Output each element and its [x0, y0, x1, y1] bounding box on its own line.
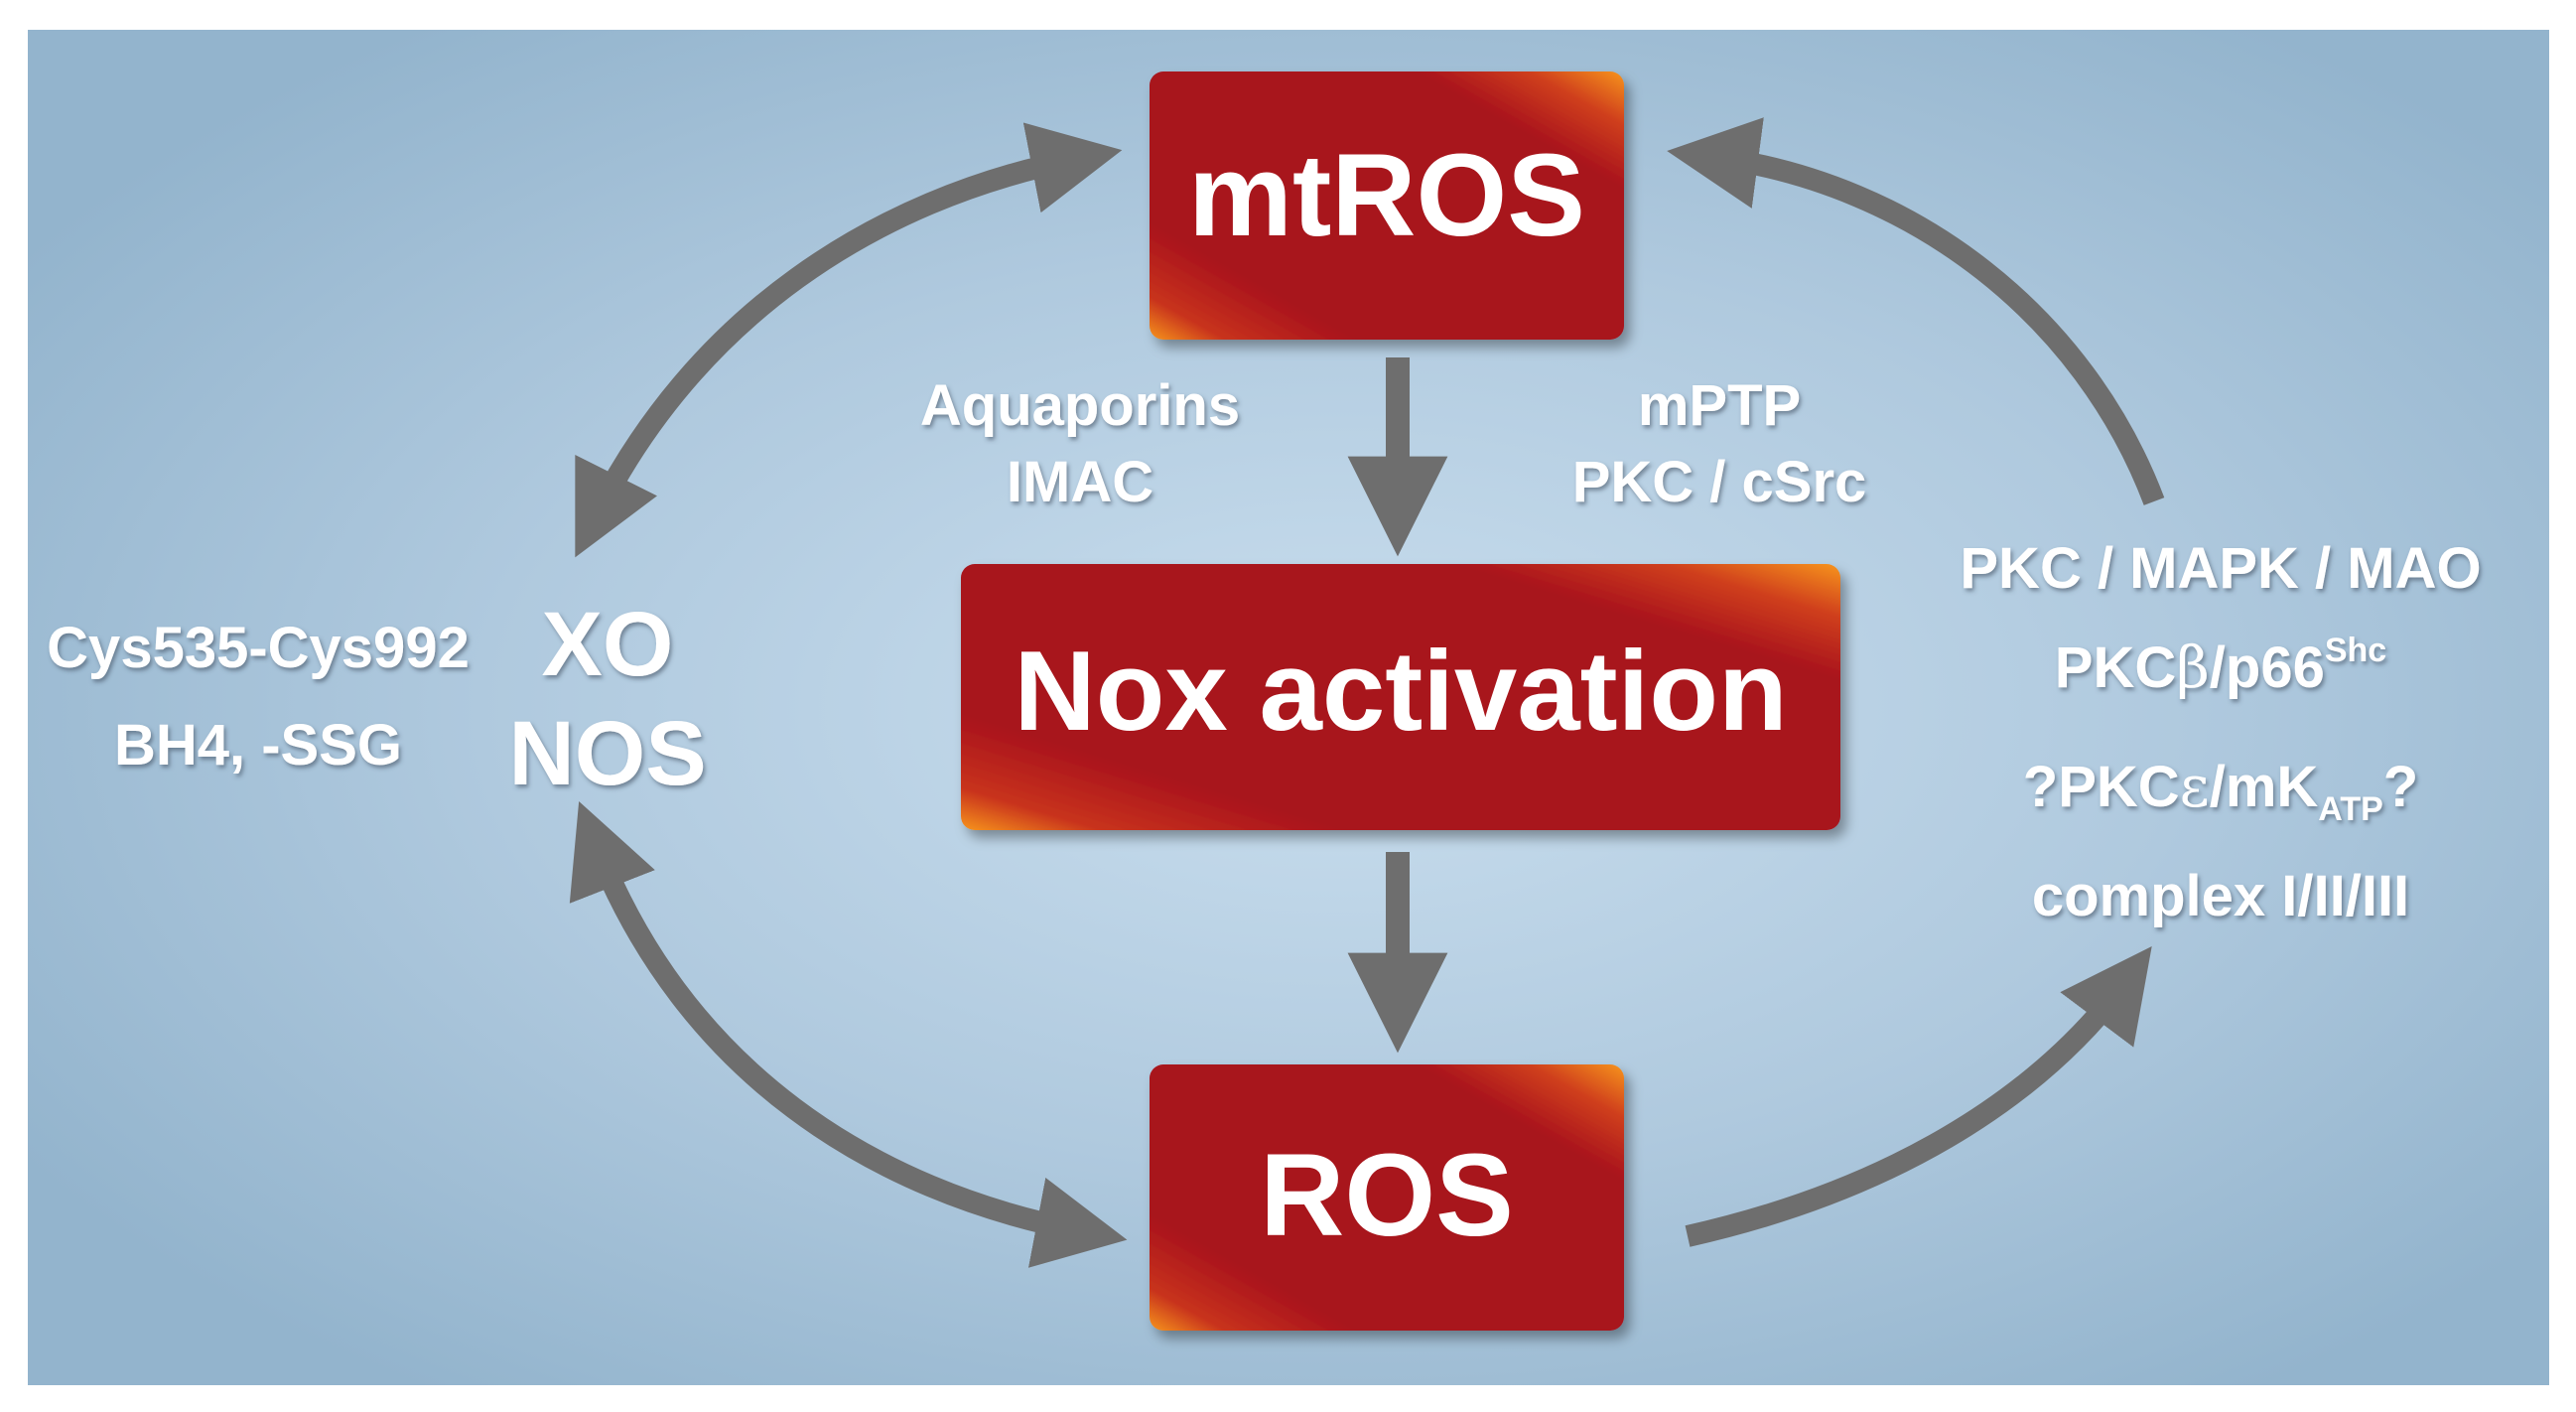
- pkc-csrc-label: PKC / cSrc: [1572, 450, 1867, 514]
- center-left-labels: Aquaporins IMAC: [920, 373, 1240, 514]
- right-labels: PKC / MAPK / MAO PKCβ/p66Shc ?PKCε/mKATP…: [1960, 536, 2481, 928]
- nos-label: NOS: [508, 703, 706, 804]
- left-labels: Cys535-Cys992 BH4, -SSG: [47, 616, 470, 777]
- pkcepsilon-mkatp-label: ?PKCε/mKATP?: [2023, 753, 2418, 828]
- mtros-box: [1150, 71, 1624, 340]
- epsilon-symbol: ε: [2180, 753, 2210, 820]
- pkcbeta-p66-label: PKCβ/p66Shc: [2055, 632, 2386, 701]
- xo-nos-group: XO NOS: [508, 594, 706, 804]
- pkcbeta-prefix: PKC: [2055, 635, 2176, 700]
- arrow-xo-ros: [569, 800, 1128, 1268]
- atp-subscript: ATP: [2318, 790, 2382, 828]
- mk-text: /mK: [2210, 755, 2319, 819]
- arrow-right-mtros: [1667, 117, 2165, 505]
- question-suffix: ?: [2383, 755, 2418, 819]
- pkcepsilon-prefix: ?PKC: [2023, 755, 2180, 819]
- bh4-label: BH4, -SSG: [114, 713, 402, 777]
- pkc-mapk-mao-label: PKC / MAPK / MAO: [1960, 536, 2481, 601]
- node-nox-activation: Nox activation: [961, 564, 1840, 830]
- imac-label: IMAC: [1007, 450, 1153, 514]
- cycle-arrows: [569, 117, 2165, 1268]
- cys-label: Cys535-Cys992: [47, 616, 470, 680]
- ros-label: ROS: [1260, 1130, 1514, 1261]
- mtros-label: mtROS: [1188, 130, 1585, 261]
- mptp-label: mPTP: [1638, 373, 1801, 438]
- arrow-ros-right: [1685, 946, 2152, 1247]
- arrow-xo-mtros: [575, 122, 1123, 558]
- node-mtros: mtROS: [1150, 71, 1624, 340]
- shc-superscript: Shc: [2325, 632, 2386, 669]
- aquaporins-label: Aquaporins: [920, 373, 1240, 438]
- ros-box: [1150, 1064, 1624, 1331]
- p66-text: /p66: [2210, 635, 2325, 700]
- center-right-labels: mPTP PKC / cSrc: [1572, 373, 1867, 514]
- nox-box: [961, 564, 1840, 830]
- nox-label: Nox activation: [1014, 629, 1787, 755]
- xo-label: XO: [542, 594, 674, 695]
- node-ros: ROS: [1150, 1064, 1624, 1331]
- beta-symbol: β: [2176, 634, 2210, 701]
- complex-label: complex I/II/III: [2032, 864, 2409, 928]
